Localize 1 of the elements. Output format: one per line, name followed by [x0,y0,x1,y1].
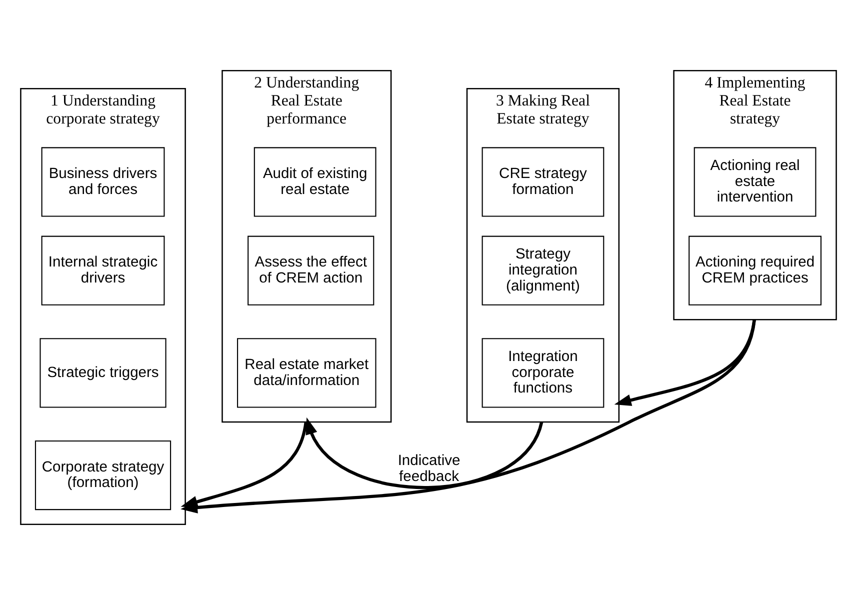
edge-label: Indicative feedback [398,452,460,484]
